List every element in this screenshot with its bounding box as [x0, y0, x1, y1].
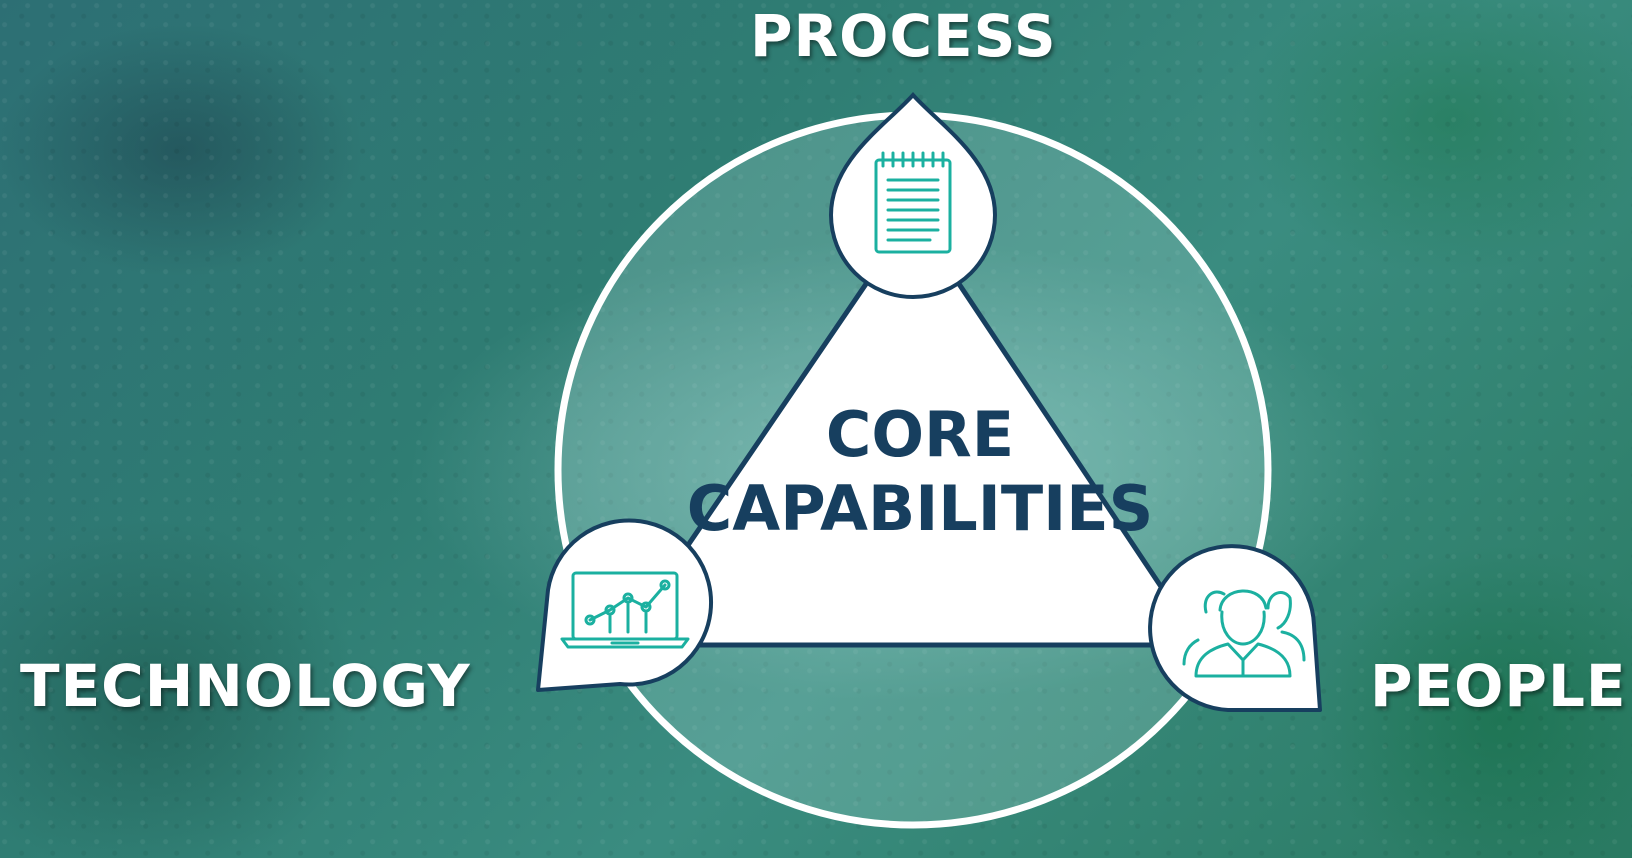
team-icon — [1182, 589, 1306, 678]
laptop-chart-icon — [560, 571, 690, 649]
center-title-line-2: CAPABILITIES — [686, 472, 1154, 545]
people-label: PEOPLE — [1370, 652, 1627, 720]
core-triangle — [617, 212, 1203, 648]
center-title-line-1: CORE — [825, 398, 1015, 471]
notepad-icon — [874, 151, 952, 254]
process-drop — [828, 92, 998, 299]
center-title: CORE CAPABILITIES — [660, 398, 1180, 546]
technology-label: TECHNOLOGY — [20, 652, 471, 720]
people-drop — [1148, 544, 1322, 712]
process-label: PROCESS — [750, 2, 1057, 70]
